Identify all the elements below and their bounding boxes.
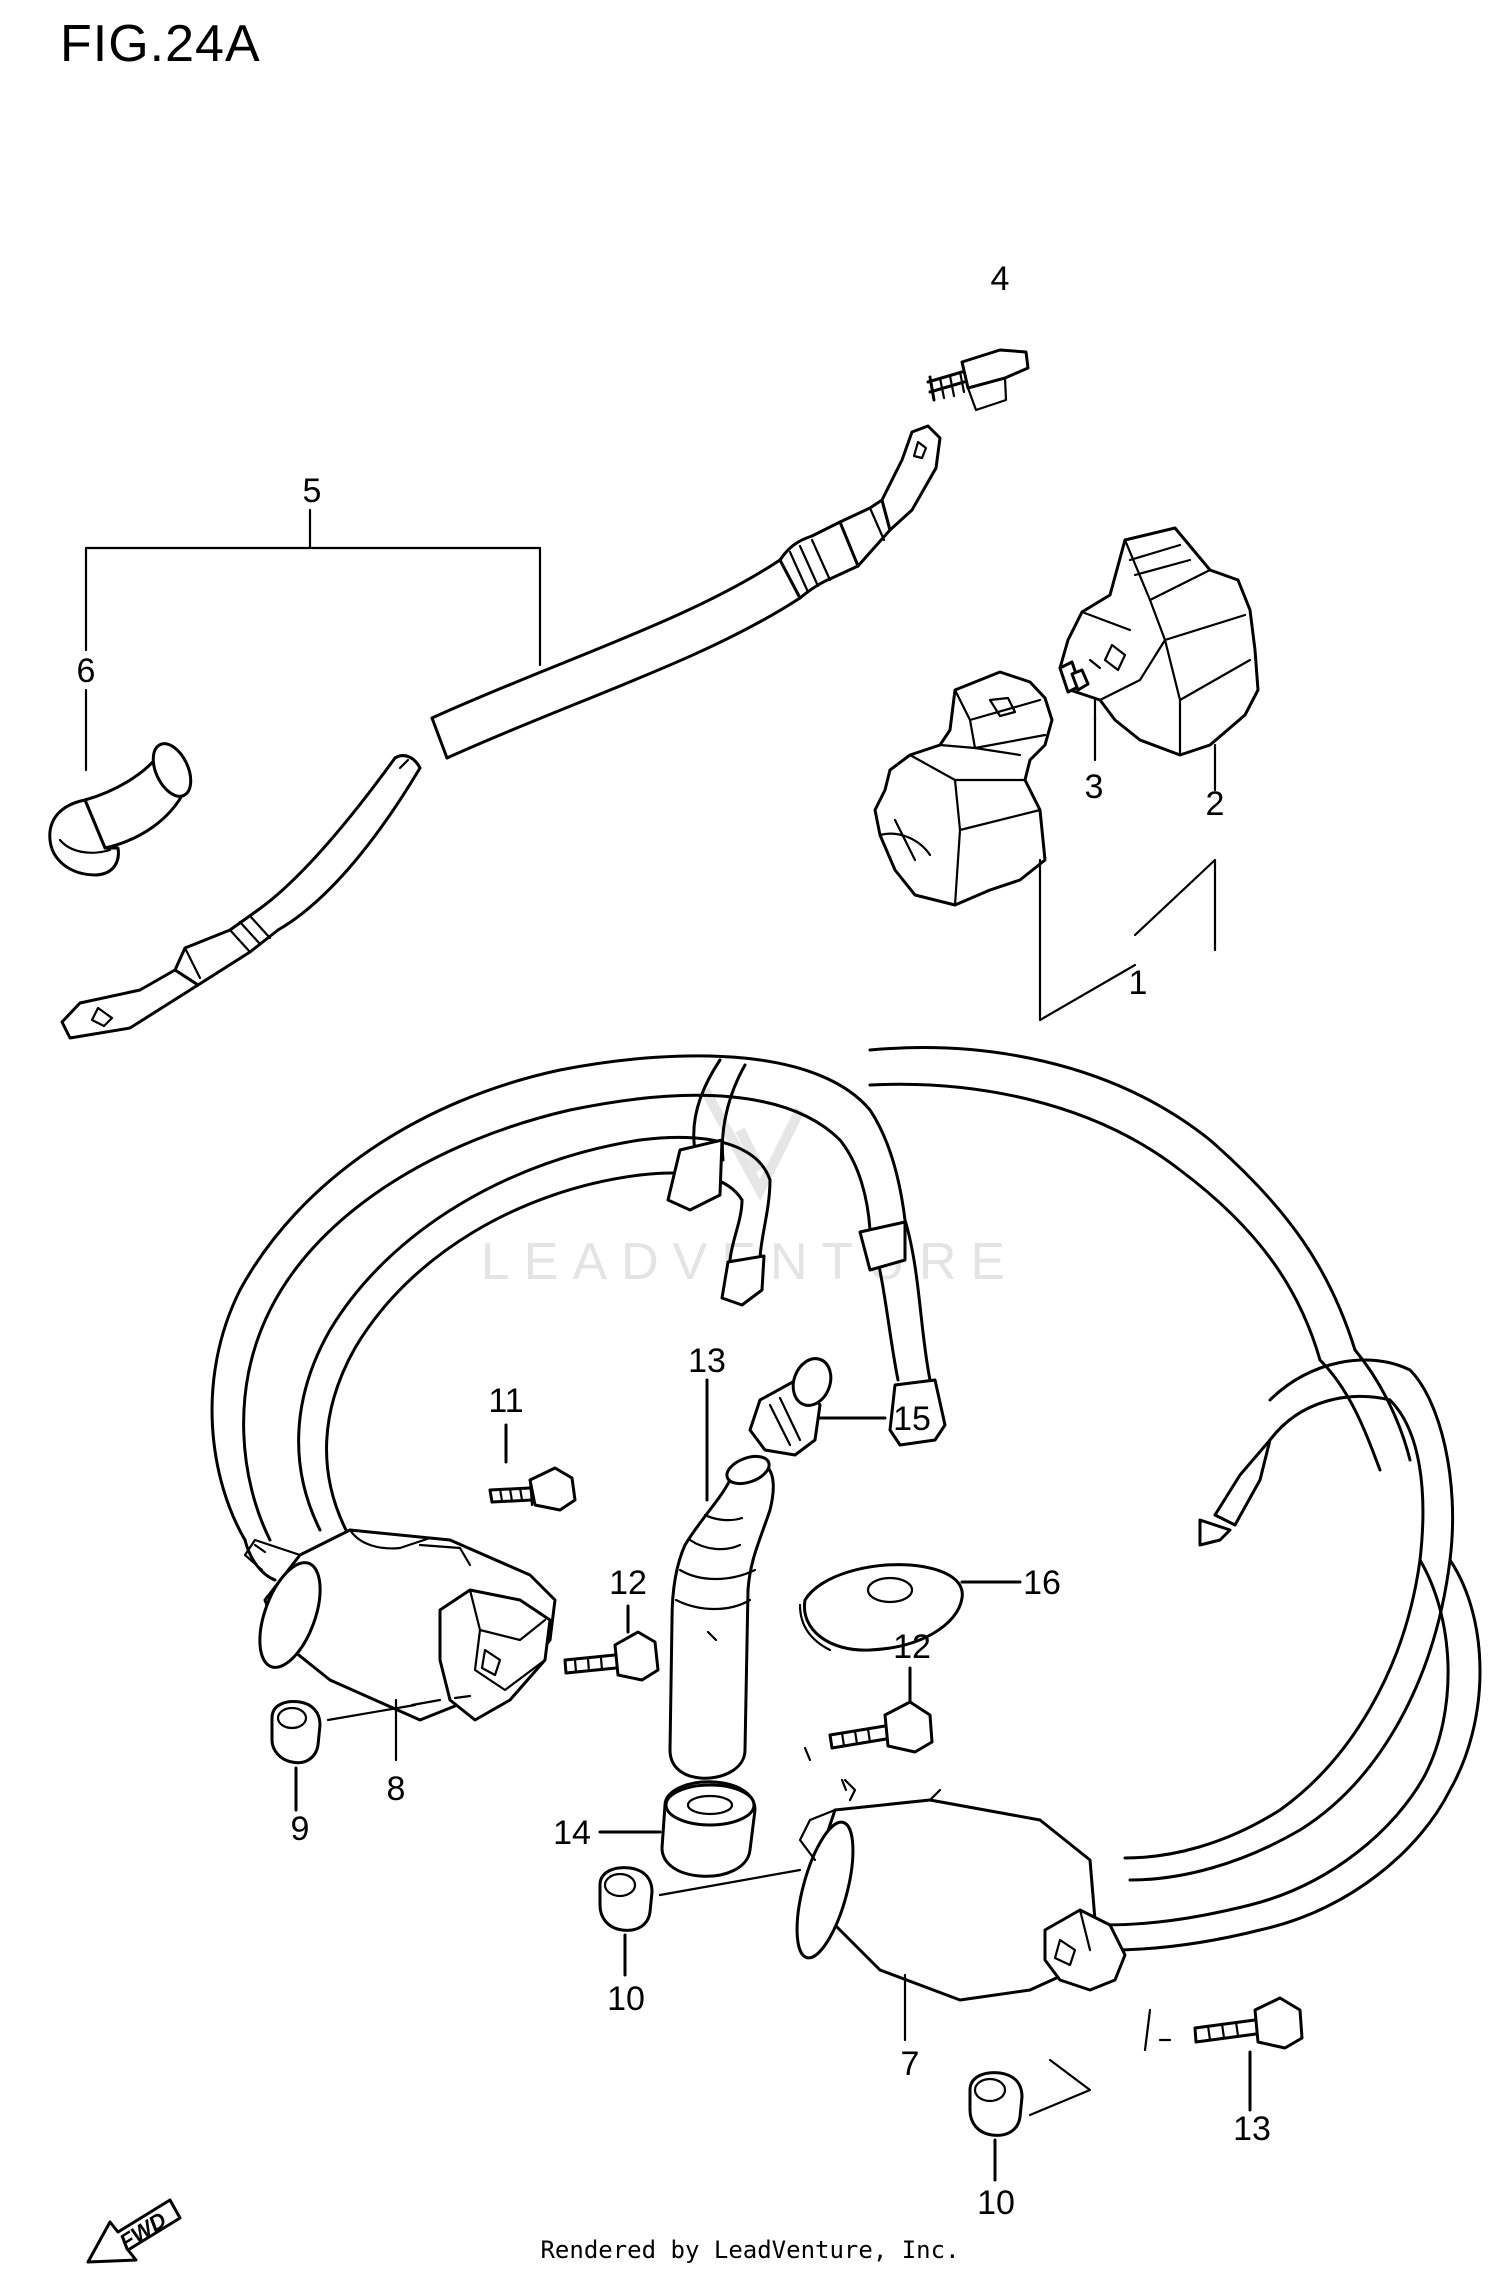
- grommet-15: [598, 1780, 757, 1878]
- callout-12: 12: [609, 1564, 647, 1602]
- cap-16: [748, 1357, 887, 1457]
- callout-5: 5: [303, 472, 322, 510]
- leader-lines: [326, 1694, 1152, 2117]
- spacer-9: [270, 1700, 322, 1812]
- callout-bracket-1: [1038, 716, 1217, 1022]
- callout-7: 7: [901, 2045, 920, 2083]
- callout-9: 9: [291, 1810, 310, 1848]
- terminal-3: [1058, 660, 1097, 722]
- callout-11: 11: [488, 1382, 523, 1420]
- spacer-10-lower: [968, 2071, 1024, 2182]
- callout-bracket-5: [84, 508, 542, 772]
- bolt-13-lower: [1158, 1996, 1304, 2112]
- callout-8: 8: [387, 1770, 406, 1808]
- callout-1: 1: [1129, 964, 1148, 1002]
- callout-10-lower: 10: [977, 2184, 1015, 2222]
- bolt-13-upper: [803, 1666, 934, 1792]
- connector-1: [873, 670, 1054, 907]
- plug-cap-14: [668, 1378, 775, 1780]
- bolt-4: [926, 348, 1030, 412]
- spacer-10-left: [598, 1866, 654, 1977]
- callout-13-upper: 12: [893, 1628, 931, 1666]
- bolt-12: [563, 1604, 660, 1682]
- callout-4: 4: [991, 260, 1010, 298]
- ignition-coil-8: [243, 1528, 557, 1722]
- callout-14: 13: [688, 1342, 726, 1380]
- cable-5: [60, 424, 942, 1040]
- callout-labels: 4 5 6 3 2 1 13 15 11 16 12 12 8 9 14 10 …: [77, 260, 1271, 2222]
- ignition-coil-7: [795, 1778, 1127, 2002]
- callout-16: 15: [893, 1400, 931, 1438]
- cap-6: [48, 742, 193, 877]
- high-tension-leads: [210, 1046, 1482, 1952]
- callout-17: 16: [1023, 1564, 1061, 1602]
- callout-6: 6: [77, 652, 96, 690]
- bolt-11: [488, 1423, 577, 1512]
- footer-credit: Rendered by LeadVenture, Inc.: [540, 2236, 960, 2264]
- cushion-17: [798, 1563, 1022, 1652]
- figure-title: FIG.24A: [60, 15, 261, 73]
- connector-2: [1058, 526, 1260, 757]
- callout-2: 2: [1206, 785, 1225, 823]
- callout-3: 3: [1085, 768, 1104, 806]
- callout-13-lower: 13: [1233, 2110, 1271, 2148]
- callout-15: 14: [553, 1814, 591, 1852]
- callout-10-left: 10: [607, 1980, 645, 2018]
